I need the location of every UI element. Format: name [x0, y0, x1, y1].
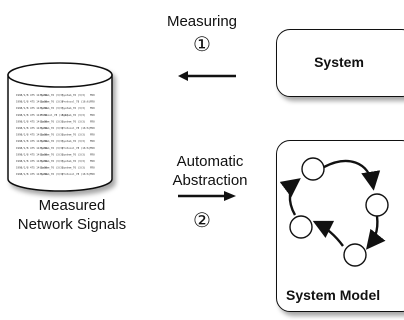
edge-4-to-1 — [279, 178, 301, 216]
signal-log-cell: FR0 — [90, 133, 95, 137]
state-node-1 — [301, 157, 325, 181]
abstraction-label-line1: Automatic — [176, 153, 244, 170]
measuring-label: Measuring — [166, 13, 238, 30]
signal-log-cell: System_76 (3/3) — [62, 93, 86, 97]
signal-log-cell: FR0 — [90, 126, 95, 130]
signal-log-cell: System_76 (3/3) — [62, 152, 86, 156]
signal-log-cell: FR0 — [90, 166, 95, 170]
abstraction-label-line2: Abstraction — [172, 172, 248, 189]
signal-log-cell: 1998/1/8 475 14:5:56 — [16, 146, 48, 150]
signal-log-cell: 1998/1/8 475 14:5:56 — [16, 100, 48, 104]
signal-log-cell: System_76 (3/3) — [62, 106, 86, 110]
signal-log-cell: System_76 (3/3) — [40, 152, 64, 156]
signal-log-cell: System_76 (3/3) — [40, 146, 64, 150]
abstraction-arrow — [178, 191, 236, 201]
signal-log-cell: System_76 (3/3) — [62, 133, 86, 137]
database-label: Measured Network Signals — [8, 196, 136, 234]
signal-log-cell: System_76 (3/3) — [40, 133, 64, 137]
signal-log-cell: 1998/1/8 475 14:5:56 — [16, 106, 48, 110]
signal-log-cell: System_76 (3/3) — [40, 172, 64, 176]
signal-log-cell: Protocol_78 (16:6) — [62, 146, 91, 150]
signal-log-cell: System_76 (3/3) — [62, 113, 86, 117]
signal-log-cell: FR0 — [90, 93, 95, 97]
signal-log-cell: System_76 (3/3) — [62, 139, 86, 143]
state-node-4 — [289, 215, 313, 239]
signal-log-cell: System_76 (3/3) — [62, 159, 86, 163]
signal-log-cell: 1998/1/8 475 14:5:56 — [16, 172, 48, 176]
state-node-3 — [343, 243, 367, 267]
signal-log-cell: 1998/1/8 475 14:5:56 — [16, 93, 48, 97]
signal-log-cell: 1998/1/8 475 14:5:56 — [16, 133, 48, 137]
signal-log-cell: System_76 (3/3) — [40, 119, 64, 123]
signal-log-cell: 1998/1/8 475 14:5:56 — [16, 139, 48, 143]
signal-log-cell: System_76 (3/3) — [40, 100, 64, 104]
edge-1-to-2 — [323, 159, 381, 191]
signal-log-cell: FR0 — [90, 152, 95, 156]
signal-log-cell: System_76 (3/3) — [62, 166, 86, 170]
signal-log-cell: FR0 — [90, 106, 95, 110]
signal-log-cell: 1998/1/8 475 14:5:56 — [16, 159, 48, 163]
signal-log-cell: FR0 — [90, 146, 95, 150]
state-graph — [279, 157, 389, 267]
abstraction-step-number: ② — [193, 210, 211, 232]
signal-log-cell: System_76 (3/3) — [40, 93, 64, 97]
edge-2-to-3 — [366, 215, 386, 250]
signal-log-cell: System_76 (3/3) — [62, 119, 86, 123]
signal-log-cell: 1998/1/8 475 14:5:56 — [16, 126, 48, 130]
measuring-step-number: ① — [193, 34, 211, 56]
abstraction-label: Automatic Abstraction — [162, 152, 258, 190]
signal-log-cell: 1998/1/8 475 14:5:56 — [16, 113, 48, 117]
signal-log-cell: Protocol_78 (16:6) — [40, 113, 69, 117]
signal-log-cell: 1998/1/8 475 14:5:56 — [16, 166, 48, 170]
signal-log-cell: Protocol_78 (16:6) — [62, 126, 91, 130]
signal-log-cell: Protocol_78 (16:6) — [62, 172, 91, 176]
signal-log-cell: 1998/1/8 475 14:5:56 — [16, 119, 48, 123]
signal-log-cell: Protocol_78 (16:6) — [62, 100, 91, 104]
signal-log-cell: FR0 — [90, 113, 95, 117]
edge-3-to-4 — [312, 220, 344, 247]
database-label-line1: Measured — [38, 197, 106, 214]
signal-log-cell: 1998/1/8 475 14:5:56 — [16, 152, 48, 156]
signal-log-cell: System_76 (3/3) — [40, 166, 64, 170]
system-model-box: System Model — [276, 140, 404, 312]
signal-log-cell: System_76 (3/3) — [40, 139, 64, 143]
signal-log-cell: FR0 — [90, 159, 95, 163]
state-node-2 — [365, 193, 389, 217]
signal-log-cell: FR0 — [90, 119, 95, 123]
system-model-box-title: System Model — [286, 287, 381, 303]
measuring-arrow — [178, 71, 236, 81]
signal-log-cell: FR0 — [90, 139, 95, 143]
system-box: System — [276, 29, 404, 97]
signal-log-cell: System_76 (3/3) — [40, 126, 64, 130]
system-box-title: System — [314, 54, 364, 70]
signal-log-cell: System_76 (3/3) — [40, 159, 64, 163]
signal-log-cell: FR0 — [90, 172, 95, 176]
signal-log-cell: FR0 — [90, 100, 95, 104]
signal-log-cell: System_76 (3/3) — [40, 106, 64, 110]
database-label-line2: Network Signals — [17, 216, 127, 233]
